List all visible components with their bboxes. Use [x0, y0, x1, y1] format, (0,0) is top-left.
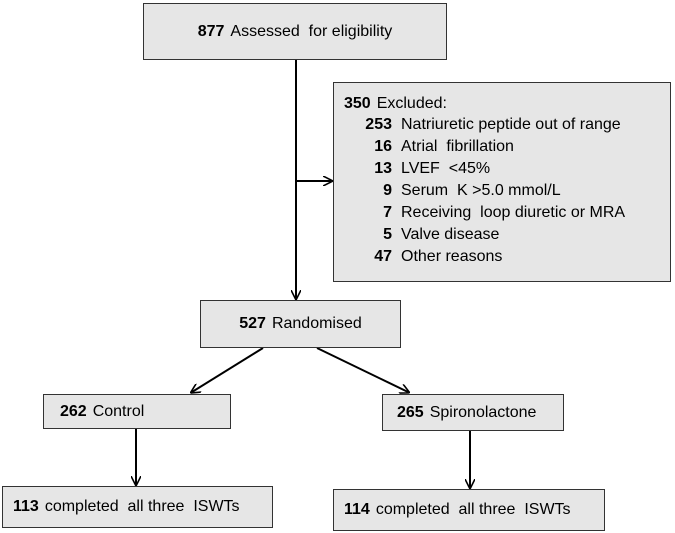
excluded-reason: 7 Receiving loop diuretic or MRA	[344, 202, 625, 224]
excluded-reason: 47 Other reasons	[344, 246, 502, 268]
excluded-reason: 5 Valve disease	[344, 224, 499, 246]
reason-count: 253	[365, 116, 392, 133]
control-label: Control	[92, 402, 145, 420]
excluded-reason: 253 Natriuretic peptide out of range	[344, 114, 621, 136]
reason-label: Valve disease	[401, 226, 500, 243]
control-completed-box: 113 completed all three ISWTs	[2, 486, 273, 528]
excluded-reason: 9 Serum K >5.0 mmol/L	[344, 180, 561, 202]
excluded-box: 350 Excluded: 253 Natriuretic peptide out …	[333, 82, 671, 282]
reason-count: 9	[383, 182, 392, 199]
reason-label: Natriuretic peptide out of range	[401, 116, 621, 133]
spironolactone-label: Spironolactone	[429, 403, 537, 421]
arrow-to-spironolactone	[316, 347, 408, 392]
assessed-label: Assessed for eligibility	[230, 22, 393, 40]
assessed-box: 877 Assessed for eligibility	[143, 3, 447, 60]
spiro-completed-box: 114 completed all three ISWTs	[333, 489, 605, 531]
reason-count: 13	[374, 160, 392, 177]
control-completed-label: completed all three ISWTs	[44, 498, 240, 515]
spiro-completed-label: completed all three ISWTs	[375, 501, 571, 518]
reason-count: 47	[374, 248, 392, 265]
excluded-label: Excluded:	[376, 95, 447, 112]
reason-count: 16	[374, 138, 392, 155]
reason-label: Other reasons	[401, 248, 503, 265]
spironolactone-number: 265	[397, 403, 424, 421]
reason-count: 5	[383, 226, 392, 243]
randomised-box: 527 Randomised	[200, 300, 401, 348]
spiro-completed-number: 114	[344, 501, 370, 518]
assessed-number: 877	[197, 22, 225, 40]
control-box: 262 Control	[43, 394, 231, 429]
reason-label: Atrial fibrillation	[401, 138, 514, 155]
control-number: 262	[60, 402, 87, 420]
arrow-to-control	[192, 347, 264, 392]
randomised-label: Randomised	[271, 315, 362, 332]
reason-count: 7	[383, 204, 392, 221]
excluded-reason: 13 LVEF <45%	[344, 158, 490, 180]
spironolactone-box: 265 Spironolactone	[382, 394, 564, 431]
reason-label: LVEF <45%	[401, 160, 491, 177]
excluded-number: 350	[344, 95, 371, 112]
randomised-number: 527	[239, 315, 266, 332]
excluded-heading: 350 Excluded:	[344, 93, 447, 114]
reason-label: Serum K >5.0 mmol/L	[401, 182, 561, 199]
control-completed-number: 113	[13, 498, 39, 515]
reason-label: Receiving loop diuretic or MRA	[401, 204, 626, 221]
excluded-reason: 16 Atrial fibrillation	[344, 136, 514, 158]
